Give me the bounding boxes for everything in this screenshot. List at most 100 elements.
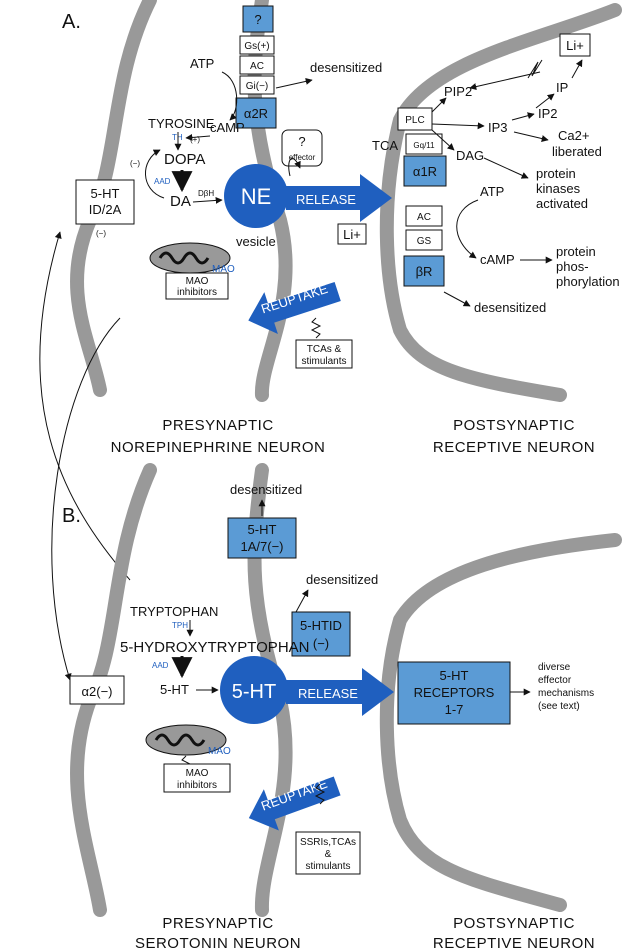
ip-text: IP <box>556 80 568 95</box>
htid-line1: 5-HTID <box>300 618 342 633</box>
ac-label: AC <box>250 61 264 72</box>
pre-a-title-line1: PRESYNAPTIC <box>162 417 273 434</box>
protein-kinases-line1: protein <box>536 166 576 181</box>
post-b-title-line2: RECEPTIVE NEURON <box>433 935 595 952</box>
ssri-line2: & <box>325 849 332 860</box>
liberated-text: liberated <box>552 144 602 159</box>
panel-a-label: A. <box>62 11 81 33</box>
protein-kinases-line3: activated <box>536 196 588 211</box>
gs-box <box>239 35 275 55</box>
alpha2-text: α2(−) <box>82 684 113 699</box>
release-b-text: RELEASE <box>298 686 358 701</box>
panel-a: A. ? Gs(+) AC Gi(−) α2R ? effector desen… <box>62 0 622 456</box>
th-enzyme-text: TH <box>172 133 183 142</box>
mao-inhibitors-b-box <box>163 763 231 793</box>
mao-b-text: MAO <box>208 746 231 757</box>
reuptake-arrow-a <box>248 281 341 335</box>
camp-text: cAMP <box>210 120 245 135</box>
dag-text: DAG <box>456 148 484 163</box>
li-right-box <box>559 33 591 57</box>
pre-b-title-line2: SEROTONIN NEURON <box>135 935 301 952</box>
gq-box <box>405 133 443 155</box>
ht1a7-receptor <box>227 517 297 559</box>
release-a-text: RELEASE <box>296 192 356 207</box>
gs2-box <box>405 229 443 251</box>
th-plus-text: (+) <box>190 135 200 144</box>
ac2-text: AC <box>417 212 431 223</box>
plc-text: PLC <box>405 115 424 126</box>
ac2-box <box>405 205 443 227</box>
ip2-text: IP2 <box>538 106 558 121</box>
camp2-text: cAMP <box>480 252 515 267</box>
aad-enzyme-text: AAD <box>154 177 171 186</box>
alpha2-box <box>69 675 125 705</box>
ca-text: Ca2+ <box>558 128 589 143</box>
feedback-arrow-up <box>39 231 131 581</box>
dbh-enzyme-text: DβH <box>198 189 214 198</box>
desensitized-beta-text: desensitized <box>474 300 546 315</box>
atp-text: ATP <box>190 56 214 71</box>
diverse-line3: mechanisms <box>538 688 594 699</box>
protein-phos-line3: phorylation <box>556 274 620 289</box>
postsyn-b-membrane <box>379 533 622 912</box>
ht-big-text: 5-HT <box>232 681 276 703</box>
htid-receptor <box>291 611 351 657</box>
li-text: Li+ <box>343 227 361 242</box>
tcas-box <box>295 339 353 369</box>
diverse-line4: (see text) <box>538 701 580 712</box>
tyrosine-text: TYROSINE <box>148 116 215 131</box>
protein-phos-line1: protein <box>556 244 596 259</box>
ht-small-text: 5-HT <box>160 682 189 697</box>
post-a-title-line2: RECEPTIVE NEURON <box>433 439 595 456</box>
unknown-receptor-label: ? <box>254 12 261 27</box>
release-arrow-a <box>286 174 392 222</box>
panel-b-label: B. <box>62 505 81 527</box>
unknown-receptor-box <box>242 5 274 33</box>
pre-b-title-line1: PRESYNAPTIC <box>162 915 273 932</box>
alpha1r-receptor <box>403 155 447 187</box>
post-b-title-line1: POSTSYNAPTIC <box>453 915 575 932</box>
dopa-text: DOPA <box>164 151 205 168</box>
gs-label: Gs(+) <box>244 41 269 52</box>
effector-label: effector <box>289 153 316 162</box>
protein-kinases-line2: kinases <box>536 181 581 196</box>
ht-receptors-line3: 1-7 <box>445 702 464 717</box>
protein-phos-line2: phos- <box>556 259 589 274</box>
mao-mito-a-cristae <box>158 251 210 265</box>
da-text: DA <box>170 193 191 210</box>
ac-box <box>239 55 275 75</box>
gi-label: Gi(−) <box>246 81 269 92</box>
mao-mitochondrion-b <box>145 724 227 756</box>
ne-text: NE <box>241 184 272 209</box>
plc-box <box>397 107 433 131</box>
vesicle-text: vesicle <box>236 234 276 249</box>
desensitized-top-text: desensitized <box>310 60 382 75</box>
mao-inhibitors-b-line1: MAO <box>186 768 209 779</box>
desensitized-b1-text: desensitized <box>230 482 302 497</box>
ht1a7-line2: 1A/7(−) <box>241 539 284 554</box>
li-box <box>337 223 367 245</box>
alpha2r-label: α2R <box>244 106 268 121</box>
ht-id2a-line2: ID/2A <box>89 202 122 217</box>
tca-text: TCA <box>372 138 398 153</box>
tryptophan-text: TRYPTOPHAN <box>130 604 218 619</box>
ssri-line1: SSRIs,TCAs <box>300 837 356 848</box>
ht1a7-line1: 5-HT <box>248 522 277 537</box>
hydroxytryptophan-text: 5-HYDROXYTRYPTOPHAN <box>120 639 310 656</box>
aad-b-enzyme-text: AAD <box>152 661 169 670</box>
ht-receptors-line1: 5-HT <box>440 668 469 683</box>
ne-vesicle <box>224 164 288 228</box>
atp2-text: ATP <box>480 184 504 199</box>
betar-receptor <box>403 255 445 287</box>
ht-id2a-box <box>75 179 135 225</box>
mao-inhibitors-b-line2: inhibitors <box>177 780 217 791</box>
dopa-minus-text: (−) <box>130 159 140 168</box>
ssri-box <box>295 831 361 875</box>
panel-b: B. desensitized 5-HT 1A/7(−) desensitize… <box>62 463 622 952</box>
tph-enzyme-text: TPH <box>172 621 188 630</box>
effector-q-label: ? <box>298 134 305 149</box>
diverse-line2: effector <box>538 675 572 686</box>
ht-vesicle <box>220 656 288 724</box>
mao-mito-b-cristae <box>154 733 206 747</box>
mao-inhibitors-a-line1: MAO <box>186 276 209 287</box>
